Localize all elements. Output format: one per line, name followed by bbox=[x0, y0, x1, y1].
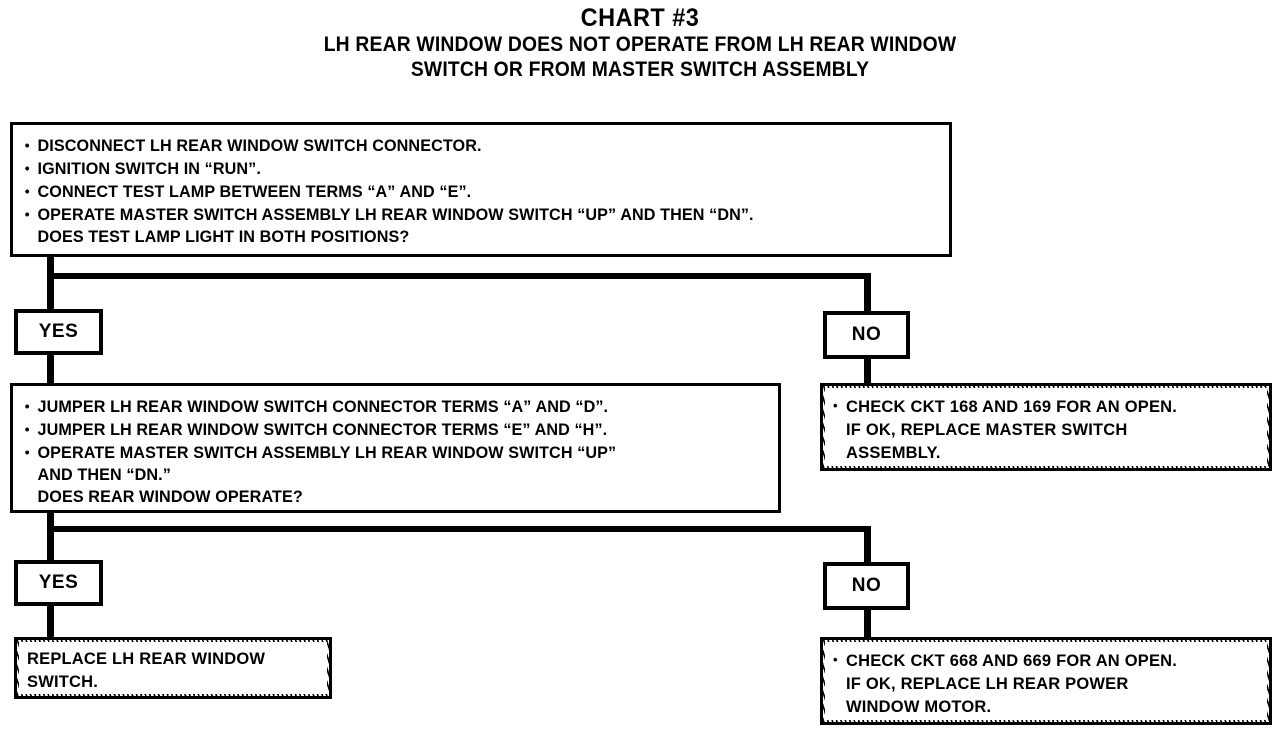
connector-branch2-no-down bbox=[864, 526, 871, 562]
chart-title-sub-line2: SWITCH OR FROM MASTER SWITCH ASSEMBLY bbox=[410, 58, 870, 81]
step2-line-4: AND THEN “DN.” bbox=[37, 466, 171, 484]
step1-line-1: DISCONNECT LH REAR WINDOW SWITCH CONNECT… bbox=[25, 134, 921, 157]
connector-step1-down bbox=[47, 257, 54, 279]
branch2-yes-label: YES bbox=[38, 572, 79, 593]
result-yes2-line-1: REPLACE LH REAR WINDOW bbox=[27, 650, 266, 668]
branch1-yes-box: YES bbox=[14, 309, 103, 355]
result-no1-line-3: ASSEMBLY. bbox=[846, 444, 941, 462]
result-no1-line-2: IF OK, REPLACE MASTER SWITCH bbox=[846, 421, 1128, 439]
connector-branch1-no-down bbox=[864, 273, 871, 311]
connector-step2-down bbox=[47, 513, 54, 535]
branch2-no-box: NO bbox=[823, 562, 910, 610]
step2-line-2: JUMPER LH REAR WINDOW SWITCH CONNECTOR T… bbox=[25, 418, 753, 441]
connector-branch1-horizontal bbox=[47, 273, 871, 279]
connector-yes2-to-result bbox=[47, 606, 54, 637]
result-no2-text: CHECK CKT 668 AND 669 FOR AN OPEN. IF OK… bbox=[823, 640, 1269, 726]
connector-yes1-to-step2 bbox=[47, 355, 54, 383]
connector-no1-to-result bbox=[864, 359, 871, 383]
branch1-no-box: NO bbox=[823, 311, 910, 359]
connector-branch2-yes-down bbox=[47, 526, 54, 560]
branch2-yes-box: YES bbox=[14, 560, 103, 606]
chart-title-main: CHART #3 bbox=[580, 4, 700, 32]
result-no2-line-3: WINDOW MOTOR. bbox=[846, 698, 992, 716]
step2-line-3: OPERATE MASTER SWITCH ASSEMBLY LH REAR W… bbox=[25, 441, 753, 464]
step2-box: JUMPER LH REAR WINDOW SWITCH CONNECTOR T… bbox=[10, 383, 781, 513]
connector-branch2-horizontal bbox=[47, 526, 871, 532]
step1-text: DISCONNECT LH REAR WINDOW SWITCH CONNECT… bbox=[13, 125, 930, 254]
result-no2-line-1: CHECK CKT 668 AND 669 FOR AN OPEN. bbox=[833, 648, 1261, 673]
result-no2-box: CHECK CKT 668 AND 669 FOR AN OPEN. IF OK… bbox=[820, 637, 1272, 725]
connector-branch1-yes-down bbox=[47, 273, 54, 309]
connector-no2-to-result bbox=[864, 610, 871, 637]
result-yes2-line-2: SWITCH. bbox=[27, 673, 99, 691]
result-yes2-box: REPLACE LH REAR WINDOW SWITCH. bbox=[14, 637, 332, 699]
result-yes2-text: REPLACE LH REAR WINDOW SWITCH. bbox=[17, 640, 329, 701]
result-no1-line-1: CHECK CKT 168 AND 169 FOR AN OPEN. bbox=[833, 394, 1261, 419]
chart-title-sub-line1: LH REAR WINDOW DOES NOT OPERATE FROM LH … bbox=[323, 33, 957, 56]
result-no2-line-2: IF OK, REPLACE LH REAR POWER bbox=[846, 675, 1129, 693]
step2-line-1: JUMPER LH REAR WINDOW SWITCH CONNECTOR T… bbox=[25, 395, 753, 418]
step1-line-4: OPERATE MASTER SWITCH ASSEMBLY LH REAR W… bbox=[25, 203, 921, 226]
step2-line-5: DOES REAR WINDOW OPERATE? bbox=[37, 488, 303, 506]
branch2-no-label: NO bbox=[851, 575, 882, 596]
step1-line-3: CONNECT TEST LAMP BETWEEN TERMS “A” AND … bbox=[25, 180, 921, 203]
step1-line-2: IGNITION SWITCH IN “RUN”. bbox=[25, 157, 921, 180]
step2-text: JUMPER LH REAR WINDOW SWITCH CONNECTOR T… bbox=[13, 386, 763, 514]
chart-title-block: CHART #3 LH REAR WINDOW DOES NOT OPERATE… bbox=[0, 4, 1280, 82]
branch1-yes-label: YES bbox=[38, 321, 79, 342]
result-no1-box: CHECK CKT 168 AND 169 FOR AN OPEN. IF OK… bbox=[820, 383, 1272, 471]
result-no1-text: CHECK CKT 168 AND 169 FOR AN OPEN. IF OK… bbox=[823, 386, 1269, 472]
step1-line-5: DOES TEST LAMP LIGHT IN BOTH POSITIONS? bbox=[37, 228, 410, 246]
branch1-no-label: NO bbox=[851, 324, 882, 345]
step1-box: DISCONNECT LH REAR WINDOW SWITCH CONNECT… bbox=[10, 122, 952, 257]
